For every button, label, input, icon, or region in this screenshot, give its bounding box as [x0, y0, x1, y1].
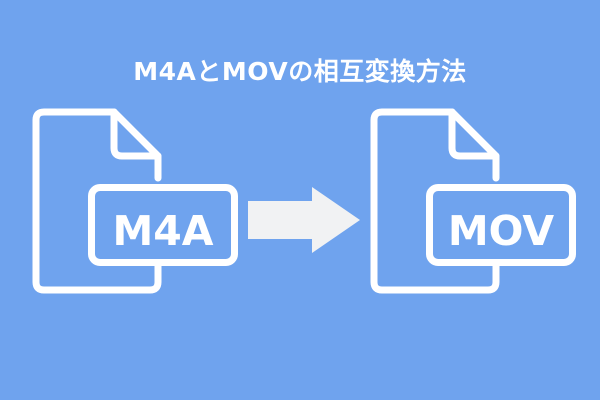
target-format-badge: MOV — [426, 184, 576, 266]
file-outline-icon — [370, 108, 500, 294]
file-body-outline — [370, 108, 500, 294]
file-corner-fold — [110, 108, 162, 182]
target-file-icon: MOV — [370, 108, 580, 298]
file-outline-icon — [32, 108, 162, 294]
source-file-icon: M4A — [32, 108, 242, 298]
file-corner-diagonal — [110, 108, 162, 160]
page-title: M4AとMOVの相互変換方法 — [133, 57, 467, 86]
file-corner-diagonal — [448, 108, 500, 160]
file-body-outline — [32, 108, 162, 294]
file-corner-fold — [448, 108, 500, 182]
source-format-badge: M4A — [88, 184, 238, 266]
arrow-right-icon — [248, 187, 360, 253]
arrow-shape — [248, 187, 360, 253]
